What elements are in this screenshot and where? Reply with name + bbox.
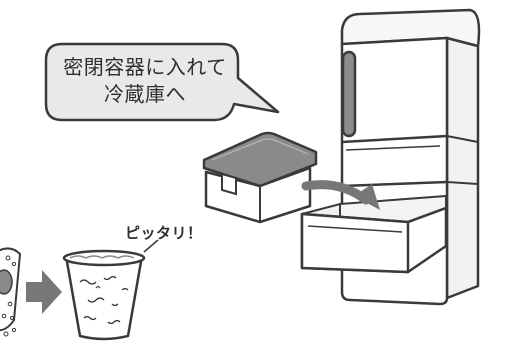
bubble-line-1: 密閉容器に入れて (63, 55, 227, 79)
speech-bubble-text: 密閉容器に入れて 冷蔵庫へ (56, 54, 234, 108)
callout-pointer (143, 239, 159, 253)
cup-illustration (62, 249, 146, 341)
curved-arrow-icon (301, 180, 380, 210)
fit-callout-label: ピッタリ！ (125, 224, 203, 242)
bubble-line-2: 冷蔵庫へ (104, 82, 186, 106)
open-drawer (300, 194, 448, 274)
right-arrow-icon (26, 270, 62, 314)
cup-with-seeds-left (0, 247, 22, 337)
speech-bubble (44, 42, 280, 122)
sealed-container-illustration (202, 131, 318, 224)
